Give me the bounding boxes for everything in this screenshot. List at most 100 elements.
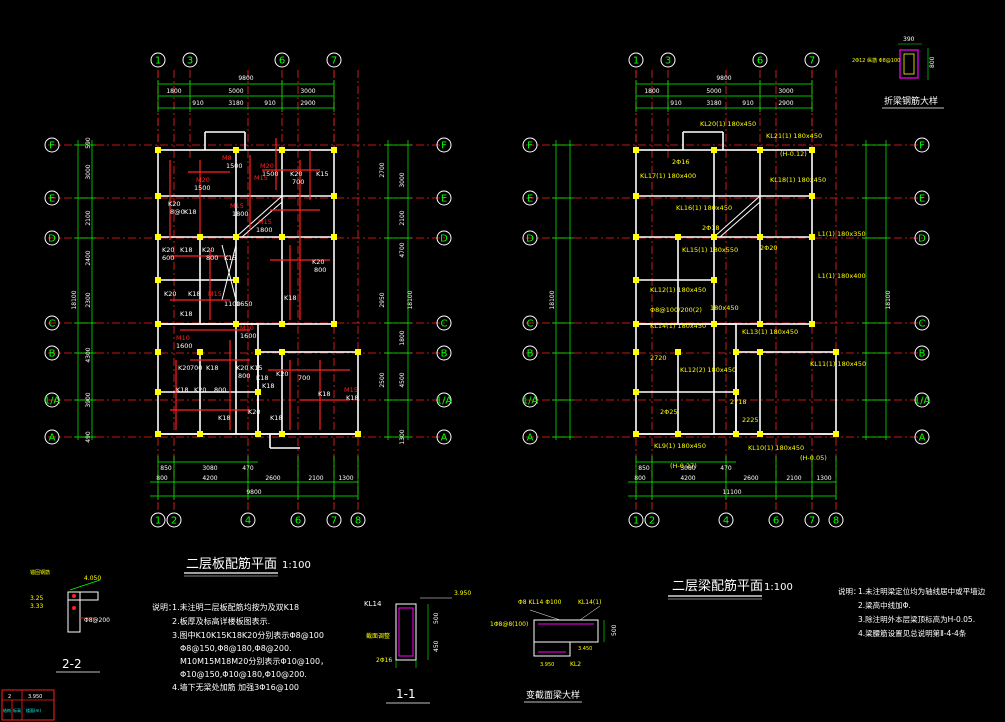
dim-bottom-1: 850: [160, 465, 172, 472]
beam-label: 2Φ16: [672, 158, 690, 166]
column: [757, 321, 763, 327]
axis-bubble-circle: [628, 512, 644, 528]
axis-bubble-circle: [914, 392, 930, 408]
beam-label: KL16(1) 180x450: [676, 204, 732, 212]
axis-bubble-label: 4: [245, 516, 251, 527]
section11-dim2: 450: [433, 640, 440, 652]
axis-bubble-label: F: [527, 141, 533, 152]
axis-bubble-label: E: [919, 194, 925, 205]
beam-label: (H-0.12): [780, 150, 807, 158]
beam-label: 2718: [730, 398, 747, 406]
axis-bubble-circle: [436, 190, 452, 206]
dim-left: 4300: [85, 347, 92, 362]
beam-label: L1(1) 180x400: [818, 272, 866, 280]
axis-bubble-label: 7: [331, 516, 337, 527]
axis-bubble-circle: [804, 512, 820, 528]
column: [733, 431, 739, 437]
dim-top-2: 910: [192, 100, 204, 107]
section22-title: 2-2: [62, 657, 82, 671]
column: [233, 277, 239, 283]
beam-label: 2720: [650, 354, 667, 362]
detail-variable-beam: Φ8 KL14 Φ100 KL14(1) 1Φ8@8(100) KL2 3.45…: [490, 599, 618, 703]
detail-folded-beam: 390 800 2Φ12 纵筋 Φ8@100 折梁钢筋大样: [852, 36, 944, 109]
slab-label: K18: [180, 310, 193, 318]
column: [733, 349, 739, 355]
axis-bubble-circle: [436, 230, 452, 246]
notes-right-line-3: 3.除注明外本层梁顶标高为H-0.05.: [858, 614, 975, 624]
title-block-label3: 楼面(m): [26, 707, 41, 713]
axis-bubble-label: F: [919, 141, 925, 152]
title-block-label2: 标高: [13, 707, 21, 713]
section11-title: 1-1: [396, 687, 416, 701]
notes-left-line-6: Φ10@150,Φ10@180,Φ10@200.: [180, 670, 307, 679]
variable-beam-title: 变截面梁大样: [526, 689, 580, 701]
slab-label: K20: [162, 246, 175, 254]
column: [757, 349, 763, 355]
slab-label: K18: [346, 394, 359, 402]
axis-bubble-circle: [182, 52, 198, 68]
column: [279, 321, 285, 327]
slab-label: M20: [196, 176, 210, 184]
axis-bubble-label: 1/A: [44, 396, 61, 407]
slab-label: M15: [230, 202, 244, 210]
slab-label: K18: [184, 208, 197, 216]
slab-label: K18: [188, 290, 201, 298]
column: [197, 431, 203, 437]
dim-left: 3000: [85, 164, 92, 179]
column: [633, 193, 639, 199]
slab-label: K18: [262, 382, 275, 390]
right-columns: [633, 147, 839, 437]
axis-bubble-label: E: [527, 194, 533, 205]
slab-label: K20: [202, 246, 215, 254]
dim-top-2: 3180: [706, 100, 721, 107]
axis-bubble-circle: [644, 512, 660, 528]
beam-label: 2Φ18: [702, 224, 720, 232]
section11-label: 截面调整: [366, 632, 390, 640]
right-axis-grid: [526, 70, 926, 512]
dim-right: 4500: [399, 372, 406, 387]
variable-beam-label1: Φ8 KL14 Φ100: [518, 599, 562, 606]
axis-bubble-label: 4: [723, 516, 729, 527]
axis-bubble-circle: [44, 230, 60, 246]
axis-bubble-label: C: [919, 319, 926, 330]
axis-bubble-label: 7: [809, 516, 815, 527]
section-1-1: KL14 3.950 500 450 截面调整 2Φ16 1-1: [364, 590, 471, 704]
axis-bubble-circle: [436, 137, 452, 153]
axis-bubble-circle: [914, 137, 930, 153]
slab-label: 1500: [262, 170, 279, 178]
column: [279, 147, 285, 153]
slab-label: 1800: [256, 226, 273, 234]
axis-bubble-label: 1/A: [522, 396, 539, 407]
axis-bubble-label: F: [441, 141, 447, 152]
notes-left-heading: 说明：: [152, 602, 176, 612]
axis-bubble-label: A: [527, 433, 534, 444]
axis-bubble-circle: [44, 190, 60, 206]
slab-label: K20: [312, 258, 325, 266]
axis-bubble-circle: [914, 315, 930, 331]
dim-total-bottom: 11100: [722, 489, 741, 496]
axis-bubble-circle: [436, 429, 452, 445]
notes-left-line-2: 2.板厚及标高详楼板图表示.: [172, 616, 270, 626]
variable-beam-rebar: 1Φ8@8(100): [490, 621, 528, 628]
axis-bubble-circle: [44, 392, 60, 408]
right-plan-title-text: 二层梁配筋平面: [672, 578, 763, 594]
axis-bubble-label: E: [49, 194, 55, 205]
beam-label: KL12(1) 180x450: [650, 286, 706, 294]
column: [809, 321, 815, 327]
slab-label: 1650: [236, 300, 253, 308]
column: [633, 277, 639, 283]
axis-bubble-circle: [804, 52, 820, 68]
beam-label: KL11(1) 180x450: [810, 360, 866, 368]
slab-label: M15: [254, 174, 268, 182]
slab-label: 1100: [224, 300, 241, 308]
axis-bubble-label: 6: [757, 56, 763, 67]
column: [733, 389, 739, 395]
slab-label: 700: [292, 178, 304, 186]
axis-bubble-label: 3: [187, 56, 193, 67]
title-block-floor: 2: [8, 694, 11, 700]
dim-right: 2500: [379, 372, 386, 387]
column: [233, 234, 239, 240]
notes-left-line-4: Φ8@150,Φ8@180,Φ8@200.: [180, 644, 292, 653]
